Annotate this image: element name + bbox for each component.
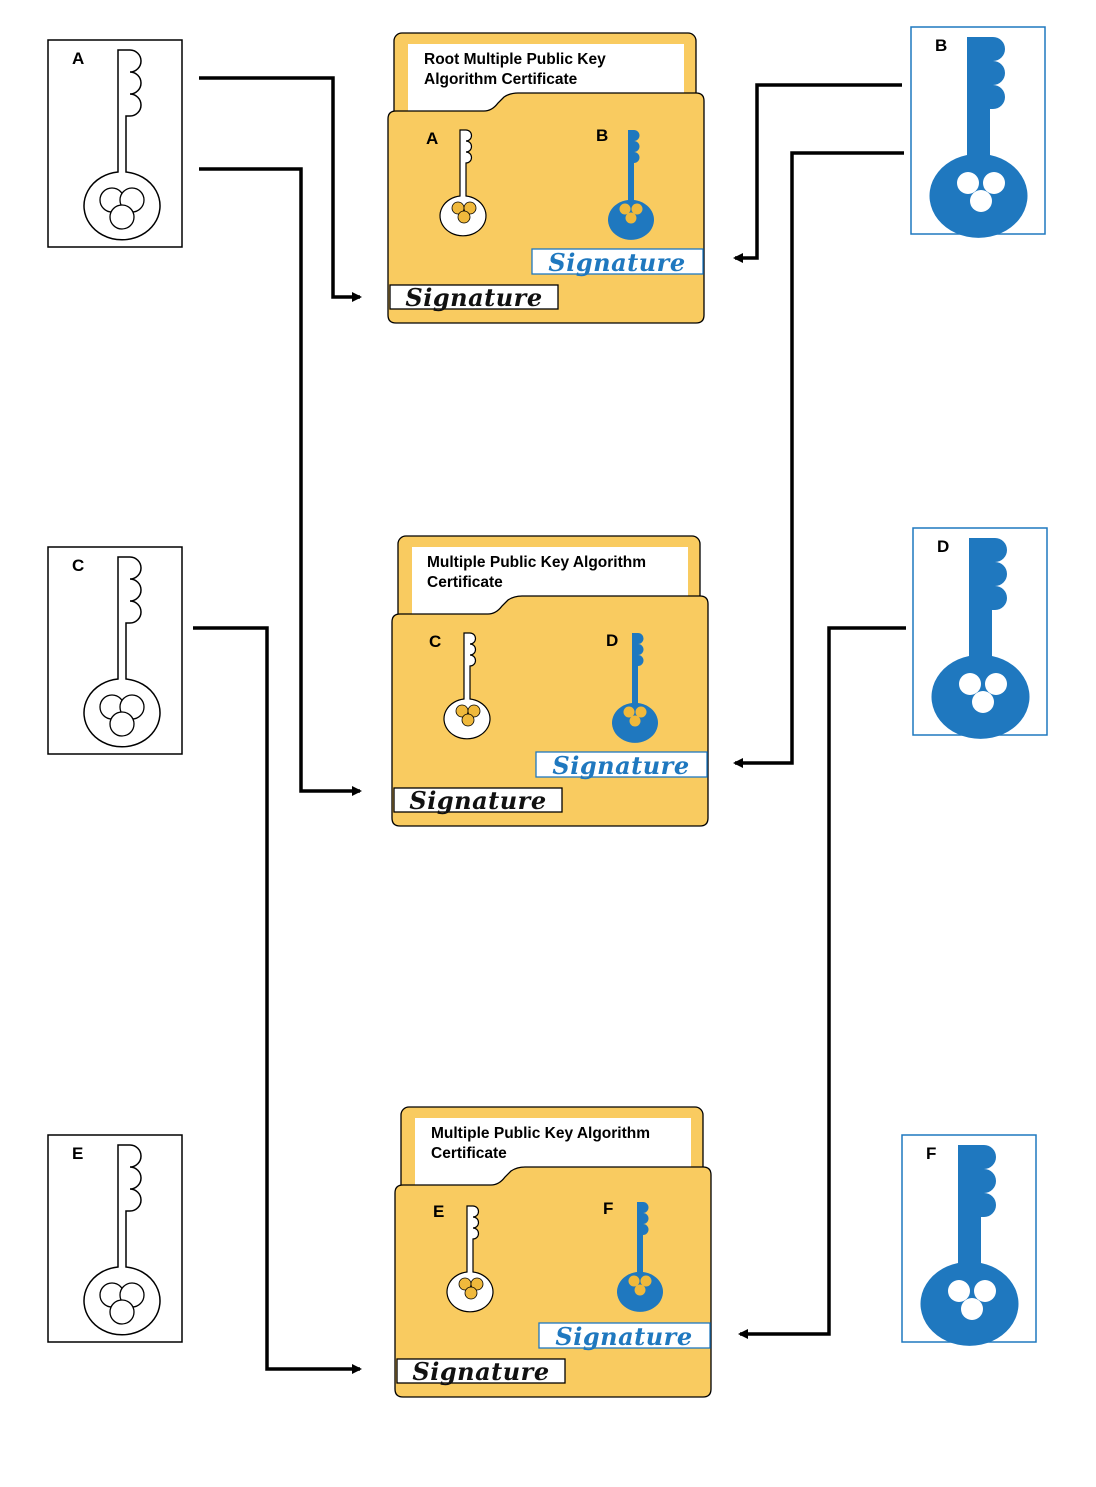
signature-box-black <box>389 284 559 310</box>
small-yellow-key-icon <box>443 632 491 740</box>
certificate-title-line1: Multiple Public Key Algorithm <box>431 1125 650 1142</box>
key-outline-icon <box>83 49 161 241</box>
connector-a-cert2 <box>199 167 362 796</box>
connector-c-cert3 <box>193 626 362 1374</box>
inner-key-label-left: E <box>433 1202 444 1221</box>
inner-key-label-right: F <box>603 1199 613 1218</box>
blue-key-icon <box>931 538 1030 739</box>
left-key-e: E <box>47 1134 183 1343</box>
signature-box-blue <box>531 248 704 275</box>
signature-black: Signature <box>412 1357 549 1386</box>
signature-blue: Signature <box>555 1322 692 1351</box>
signature-box-blue <box>535 751 708 778</box>
certificate-title-line1: Multiple Public Key Algorithm <box>427 554 646 571</box>
small-blue-key-icon <box>608 130 654 240</box>
certificate-title-line2: Certificate <box>431 1145 507 1162</box>
inner-key-label-left: A <box>426 129 438 148</box>
key-label: B <box>935 36 947 55</box>
signature-black: Signature <box>405 283 542 312</box>
certificate-title-line1: Root Multiple Public Key <box>424 51 606 68</box>
right-key-b: B <box>910 26 1046 238</box>
left-key-c: C <box>47 546 183 755</box>
key-label: E <box>72 1144 83 1163</box>
key-label: A <box>72 49 84 68</box>
inner-key-label-right: B <box>596 126 608 145</box>
left-key-a: A <box>47 39 183 248</box>
key-label: F <box>926 1144 936 1163</box>
signature-box-black <box>393 787 563 813</box>
small-blue-key-icon <box>612 633 658 743</box>
small-blue-key-icon <box>617 1202 663 1312</box>
signature-box-blue <box>538 1322 711 1349</box>
connector-b-root <box>733 83 902 263</box>
certificate-leaf: Multiple Public Key Algorithm Certificat… <box>394 1106 712 1398</box>
key-outline-icon <box>83 556 161 748</box>
inner-key-label-right: D <box>606 631 618 650</box>
right-key-d: D <box>912 527 1048 739</box>
small-yellow-key-icon <box>439 129 487 237</box>
key-label: D <box>937 537 949 556</box>
signature-black: Signature <box>409 786 546 815</box>
key-outline-icon <box>83 1144 161 1336</box>
certificate-root: Root Multiple Public Key Algorithm Certi… <box>387 32 705 324</box>
small-yellow-key-icon <box>446 1205 494 1313</box>
blue-key-icon <box>929 37 1028 238</box>
inner-key-label-left: C <box>429 632 441 651</box>
certificate-title-line2: Certificate <box>427 574 503 591</box>
signature-blue: Signature <box>548 248 685 277</box>
signature-box-black <box>396 1358 566 1384</box>
connectors <box>193 76 906 1374</box>
certificate-title-line2: Algorithm Certificate <box>424 71 578 88</box>
signature-blue: Signature <box>552 751 689 780</box>
connector-b-cert2 <box>733 151 904 768</box>
connector-d-cert3 <box>738 626 906 1339</box>
connector-a-root <box>199 76 362 302</box>
blue-key-icon <box>920 1145 1019 1346</box>
key-label: C <box>72 556 84 575</box>
certificate-intermediate: Multiple Public Key Algorithm Certificat… <box>391 535 709 827</box>
right-key-f: F <box>901 1134 1037 1346</box>
